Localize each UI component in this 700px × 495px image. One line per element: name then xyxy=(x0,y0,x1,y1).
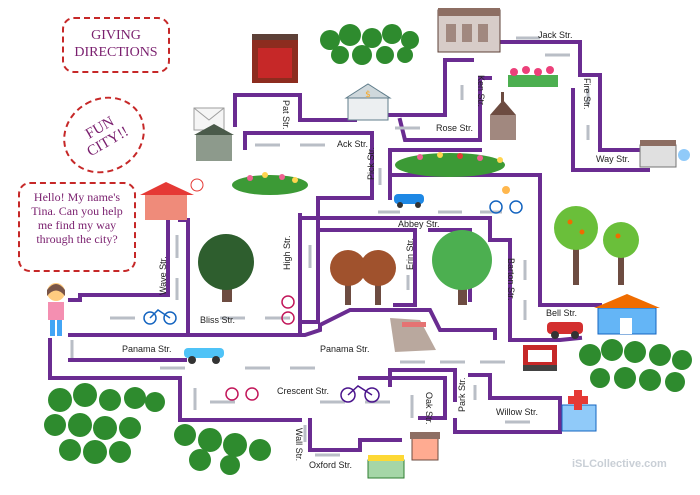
street-label-jack: Jack Str. xyxy=(538,30,573,40)
speech-text: Hello! My name's Tina. Can you help me f… xyxy=(31,190,123,246)
shop-icon xyxy=(140,178,204,220)
speech-bubble: Hello! My name's Tina. Can you help me f… xyxy=(18,182,136,272)
blue-car-icon xyxy=(394,194,424,208)
orange-trees-icon xyxy=(554,206,639,285)
green-tree-icon xyxy=(432,230,492,305)
title-line-2: DIRECTIONS xyxy=(74,45,158,60)
title-line-1: GIVING xyxy=(91,28,141,43)
street-label-ken: Ken Str. xyxy=(476,75,486,107)
street-label-barton: Barton Str. xyxy=(506,258,516,301)
forest-bottom-left-icon xyxy=(44,383,271,475)
street-label-ack: Ack Str. xyxy=(337,139,368,149)
vet-clinic-icon xyxy=(639,140,690,168)
autumn-trees-icon xyxy=(330,250,396,305)
street-label-panama-west: Panama Str. xyxy=(122,344,172,354)
street-label-crescent: Crescent Str. xyxy=(277,386,329,396)
watermark: iSLCollective.com xyxy=(572,458,667,470)
forest-bottom-right-icon xyxy=(579,339,692,392)
tandem-bike-icon xyxy=(225,387,259,401)
street-label-rose: Rose Str. xyxy=(436,123,473,133)
school-icon xyxy=(594,294,660,335)
bank-icon: $ xyxy=(344,83,392,121)
cyclist-icon xyxy=(489,186,523,214)
street-label-pat: Pat Str. xyxy=(281,100,291,130)
giving-directions-title: GIVING DIRECTIONS xyxy=(62,17,170,73)
street-label-abbey: Abbey Str. xyxy=(398,219,440,229)
street-label-bell: Bell Str. xyxy=(546,308,577,318)
supermarket-icon xyxy=(367,455,405,479)
street-label-pick: Pick Str. xyxy=(366,147,376,180)
street-label-park: Park Str. xyxy=(457,377,467,412)
theater-icon xyxy=(252,34,298,83)
oak-tree-icon xyxy=(198,234,254,302)
street-labels: Jack Str. Pat Str. Ken Str. Fire Str. Ac… xyxy=(122,30,630,470)
street-label-bliss: Bliss Str. xyxy=(200,315,235,325)
bicycle-icon xyxy=(143,309,177,325)
bakery-icon xyxy=(437,8,501,53)
street-label-oxford: Oxford Str. xyxy=(309,460,352,470)
buildings: $ xyxy=(140,8,690,479)
park-bench-icon xyxy=(390,318,436,352)
trees xyxy=(44,24,692,475)
flower-bed-icon xyxy=(232,152,505,195)
street-label-wall: Wall Str. xyxy=(294,428,304,461)
bike-icon xyxy=(340,385,380,403)
tulips-icon xyxy=(508,66,558,87)
street-label-high: High Str. xyxy=(282,235,292,270)
street-label-oak: Oak Str. xyxy=(424,392,434,425)
small-house-icon xyxy=(410,432,440,461)
red-car-icon xyxy=(547,322,583,339)
post-office-icon xyxy=(193,107,234,161)
svg-text:$: $ xyxy=(365,90,371,100)
convertible-car-icon xyxy=(184,348,224,364)
forest-top-icon xyxy=(320,24,419,65)
street-label-fire: Fire Str. xyxy=(582,78,592,110)
parked-bike-icon xyxy=(281,295,295,325)
street-label-erin: Erin Str. xyxy=(405,238,415,270)
street-label-panama-east: Panama Str. xyxy=(320,344,370,354)
hospital-icon xyxy=(561,390,597,432)
tina-girl-icon xyxy=(47,283,65,336)
church-icon xyxy=(490,92,516,140)
cinema-icon xyxy=(523,345,557,371)
street-label-willow: Willow Str. xyxy=(496,407,538,417)
road-network xyxy=(48,40,650,452)
street-label-wave: Wave Str. xyxy=(158,256,168,295)
vehicles xyxy=(143,186,583,403)
street-label-way: Way Str. xyxy=(596,154,630,164)
